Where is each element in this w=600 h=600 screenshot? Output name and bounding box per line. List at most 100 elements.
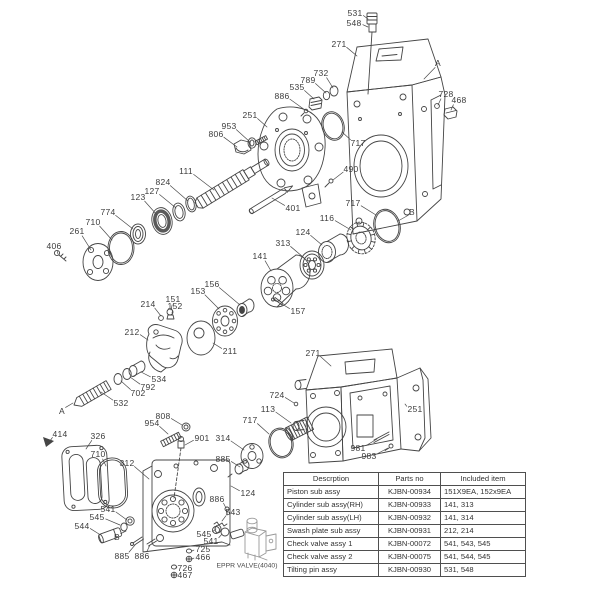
oring-717-top: [321, 111, 345, 141]
leader-line-b: [397, 214, 409, 222]
front-housing-271: [292, 348, 432, 464]
leader-line-954: [159, 426, 169, 435]
parts-table: Descrption Parts no Included item Piston…: [283, 472, 526, 577]
nut-806-group: [233, 135, 268, 155]
ring-127: [172, 202, 186, 222]
leader-line-251: [404, 403, 408, 407]
table-cell: 531, 548: [440, 563, 526, 577]
leader-line-124: [310, 235, 323, 246]
leader-line-b: [120, 530, 127, 535]
leader-line-261: [81, 235, 92, 251]
leader-line-548: [362, 24, 369, 28]
leader-line-313: [290, 246, 304, 258]
gasket-326: [61, 444, 110, 512]
leader-line-717: [360, 205, 377, 216]
leader-line-490: [332, 171, 344, 181]
valve-plate-153: [212, 305, 238, 337]
small-screws-bottom: [170, 548, 193, 579]
shoe-plate-211: [186, 320, 216, 356]
leader-line-157: [281, 303, 290, 309]
table-cell: KJBN-00072: [378, 537, 441, 551]
roller-124-top: [318, 233, 349, 263]
leader-line-532: [100, 391, 114, 401]
oring-710-top: [107, 231, 135, 265]
leader-line-535: [304, 90, 315, 100]
leader-line-326: [85, 440, 93, 450]
check-valve-right: [213, 521, 245, 540]
table-cell: 141, 314: [440, 511, 526, 525]
leader-line-792: [129, 376, 141, 385]
piston-885-mid: [227, 460, 250, 478]
leader-line-124: [230, 485, 240, 492]
leader-line-543: [221, 515, 227, 522]
leader-line-414: [49, 437, 53, 442]
screws-981-983: [373, 431, 394, 451]
table-cell: Piston sub assy: [283, 485, 379, 499]
leader-line-886: [223, 502, 227, 509]
table-cell: 151X9EA, 152x9EA: [440, 485, 526, 499]
retainer-314: [240, 443, 264, 469]
leader-line-544: [89, 528, 100, 535]
front-flange-251: [257, 106, 326, 208]
tilting-pin-531: [366, 12, 378, 95]
leader-line-468: [450, 104, 454, 111]
leader-line-981: [365, 438, 378, 446]
leader-line-123: [144, 200, 158, 216]
leader-line-732: [326, 77, 334, 89]
leader-line-211: [212, 342, 223, 349]
leader-line-710: [102, 458, 107, 467]
col-header-description: Descrption: [283, 472, 379, 486]
leader-line-717: [341, 131, 351, 140]
leader-line-702: [120, 380, 131, 390]
leader-line-901: [184, 439, 194, 446]
leader-line-728: [437, 98, 442, 106]
leader-line-a: [65, 402, 74, 408]
eppr-valve: [244, 517, 277, 561]
table-cell: 541, 544, 545: [440, 550, 526, 564]
pins-885-886-bottom: [130, 536, 157, 547]
table-cell: 212, 214: [440, 524, 526, 538]
leader-line-885: [128, 544, 136, 553]
arrow-414: [43, 437, 54, 447]
leader-line-541: [218, 533, 223, 539]
leader-line-a: [423, 67, 436, 80]
leader-line-113: [275, 411, 292, 424]
oring-717-b: [373, 208, 401, 244]
leader-line-806: [223, 136, 238, 148]
leader-line-212: [139, 334, 149, 341]
table-cell: KJBN-00932: [378, 511, 441, 525]
leader-line-710: [99, 225, 113, 241]
leader-line-724: [284, 397, 295, 404]
leader-line-251: [257, 118, 268, 128]
oring-717-bottom: [268, 427, 294, 459]
table-cell: Check valve assy 2: [283, 550, 379, 564]
tilting-pin-954: [160, 422, 191, 448]
leader-line-116: [334, 220, 352, 231]
leader-lines: [49, 15, 454, 576]
leader-line-153: [204, 294, 220, 310]
leader-line-111: [193, 174, 215, 191]
table-cell: Cylinder sub assy(RH): [283, 498, 379, 512]
leader-line-983: [377, 447, 389, 455]
plate-313: [299, 250, 325, 280]
leader-line-534: [140, 371, 151, 378]
table-cell: 541, 543, 545: [440, 537, 526, 551]
leader-line-271: [320, 356, 332, 367]
leader-line-314: [230, 440, 245, 451]
leader-line-156: [219, 287, 241, 306]
leader-line-717: [257, 423, 270, 435]
bearing-123: [151, 207, 173, 235]
table-cell: KJBN-00931: [378, 524, 441, 538]
col-header-parts-no: Parts no: [378, 472, 441, 486]
leader-line-271: [346, 46, 358, 57]
leader-line-541: [115, 511, 128, 521]
pin-401: [248, 185, 294, 215]
